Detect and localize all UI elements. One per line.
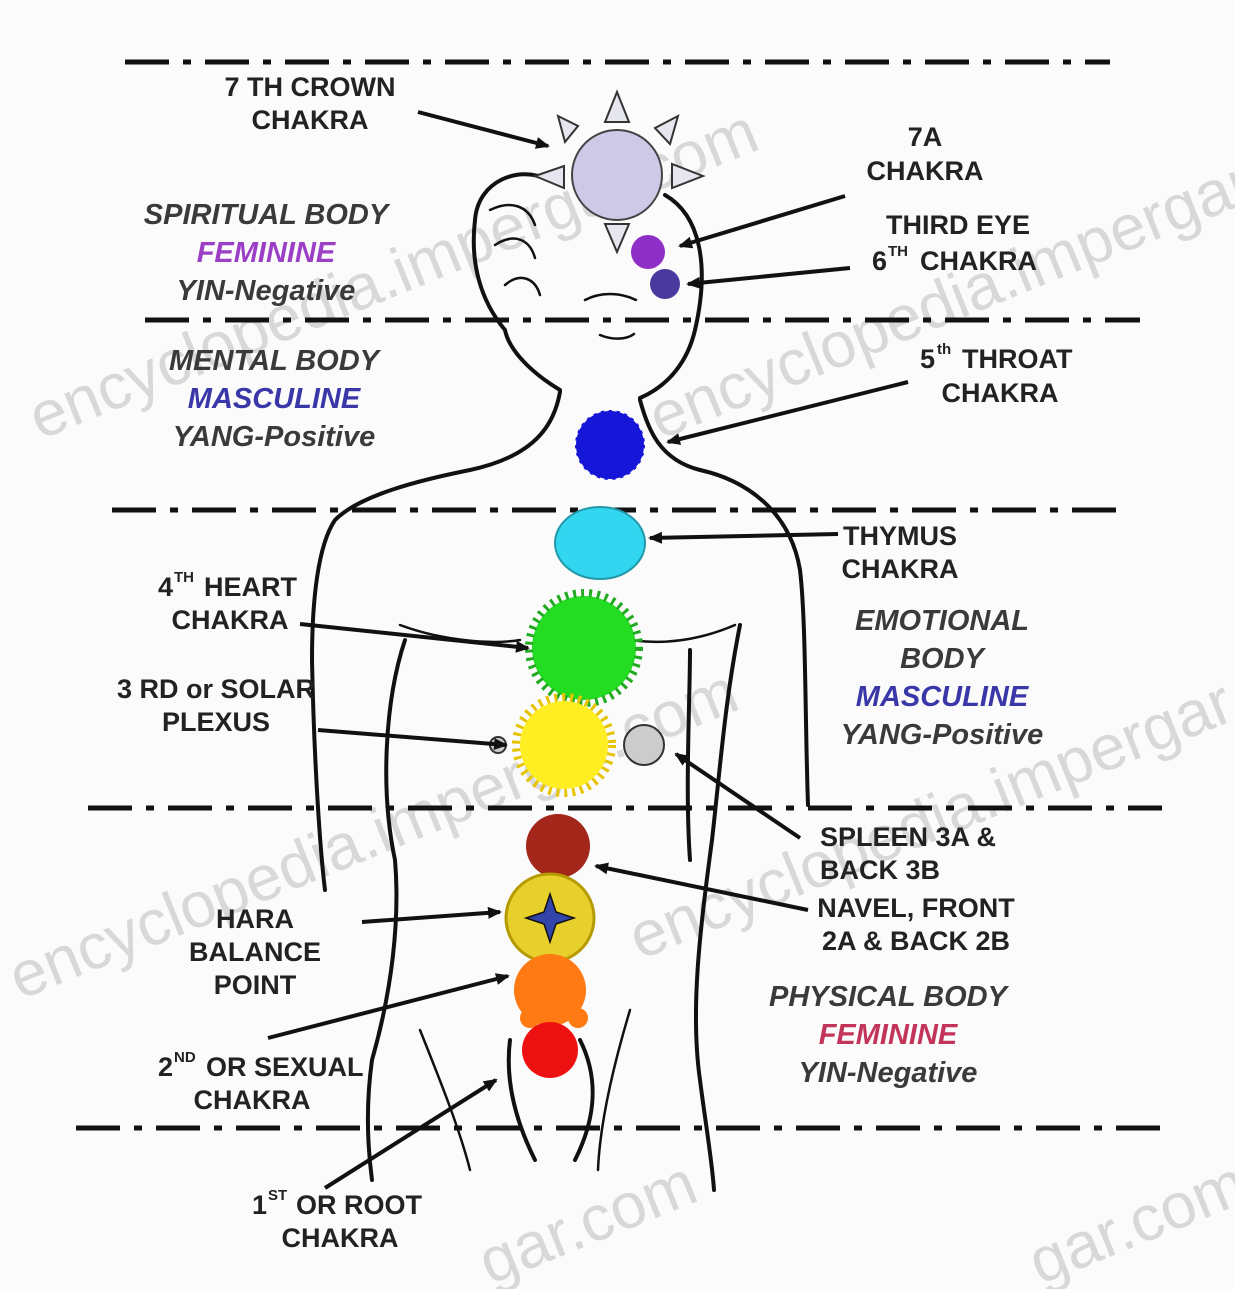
throat-label-num: 5 (920, 344, 935, 374)
throat-chakra (576, 411, 644, 479)
physical-body-gender: FEMININE (819, 1019, 959, 1051)
root-circle (522, 1022, 578, 1078)
chakra-7a-circle (631, 235, 665, 269)
crown-circle (572, 130, 662, 220)
chakra-7a-label: 7A (908, 122, 943, 152)
solar-circle (520, 701, 608, 789)
physical-body-title: PHYSICAL BODY (769, 981, 1010, 1013)
emotional-body-title-2: BODY (900, 643, 986, 675)
heart-label-sup: TH (174, 569, 194, 586)
root-arrow (325, 1080, 496, 1188)
sexual-label-rest: OR SEXUAL (206, 1052, 364, 1082)
heart-label-2: CHAKRA (172, 605, 289, 635)
emotional-body-polarity: YANG-Positive (841, 719, 1044, 751)
root-label-num: 1 (252, 1190, 267, 1220)
third-eye-circle (650, 269, 680, 299)
spiritual-body-title: SPIRITUAL BODY (144, 199, 391, 231)
navel-label: NAVEL, FRONT (817, 893, 1015, 923)
spiritual-body-polarity: YIN-Negative (177, 275, 356, 307)
crown-label-2: CHAKRA (252, 105, 369, 135)
chakra-7a-arrow (680, 196, 845, 246)
root-petal (568, 1008, 588, 1028)
navel-circle (526, 814, 590, 878)
third-eye-label: THIRD EYE (886, 210, 1030, 240)
root-label-sup: ST (268, 1187, 287, 1204)
spiritual-body-gender: FEMININE (197, 237, 337, 269)
crown-ray (605, 92, 629, 122)
figure-thighs (420, 1010, 630, 1170)
spleen-label-2: BACK 3B (820, 855, 940, 885)
figure-features (585, 294, 636, 339)
mental-body-polarity: YANG-Positive (173, 421, 376, 453)
sixth-label-num: 6 (872, 246, 887, 276)
hara-label-3: POINT (214, 970, 297, 1000)
heart-label-rest: HEART (204, 572, 298, 602)
thymus-circle (555, 507, 645, 579)
figure-right-shoulder (700, 470, 808, 805)
mental-body-gender: MASCULINE (188, 383, 362, 415)
solar-arrow (318, 730, 506, 745)
physical-body-polarity: YIN-Negative (799, 1057, 978, 1089)
hara-label-2: BALANCE (189, 937, 321, 967)
crown-ray (605, 224, 629, 252)
thymus-label-2: CHAKRA (842, 554, 959, 584)
sexual-label-num: 2 (158, 1052, 173, 1082)
throat-label-2: CHAKRA (942, 378, 1059, 408)
sixth-label-rest: CHAKRA (920, 246, 1037, 276)
thymus-label: THYMUS (843, 521, 957, 551)
solar-label-2: PLEXUS (162, 707, 270, 737)
solar-label: 3 RD or SOLAR (117, 674, 315, 704)
sixth-label-sup: TH (888, 243, 908, 260)
hara-arrow (362, 912, 500, 922)
throat-label-rest: THROAT (962, 344, 1073, 374)
watermark-text: gar.com (468, 1146, 706, 1289)
spleen-label: SPLEEN 3A & (820, 822, 996, 852)
crown-ray (558, 116, 578, 142)
chakra-7a-label-2: CHAKRA (867, 156, 984, 186)
spleen-arrow (676, 754, 800, 838)
hara-point (506, 874, 594, 962)
hara-label: HARA (216, 904, 294, 934)
crown-label: 7 TH CROWN (225, 72, 396, 102)
root-label-rest: OR ROOT (296, 1190, 423, 1220)
sexual-label-sup: ND (174, 1049, 196, 1066)
watermark-text: encyclopedia.impergar.com (0, 654, 748, 1013)
figure-left-arm (312, 640, 405, 1180)
heart-arrow (300, 624, 528, 648)
spleen-circle (624, 725, 664, 765)
watermark-text: gar.com (1018, 1146, 1235, 1289)
throat-label-sup: th (937, 341, 951, 358)
thymus-arrow (650, 534, 838, 538)
heart-chakra (529, 593, 639, 703)
sexual-label-2: CHAKRA (194, 1085, 311, 1115)
crown-arrow (418, 112, 548, 146)
root-label-2: CHAKRA (282, 1223, 399, 1253)
figure-right-arm (688, 650, 690, 860)
emotional-body-gender: MASCULINE (856, 681, 1030, 713)
emotional-body-title: EMOTIONAL (855, 605, 1029, 637)
figure-left-shoulder (312, 470, 470, 660)
heart-label-num: 4 (158, 572, 173, 602)
mental-body-title: MENTAL BODY (169, 345, 382, 377)
navel-label-2: 2A & BACK 2B (822, 926, 1010, 956)
third-eye-arrow (688, 268, 850, 284)
root-petal (520, 1008, 540, 1028)
